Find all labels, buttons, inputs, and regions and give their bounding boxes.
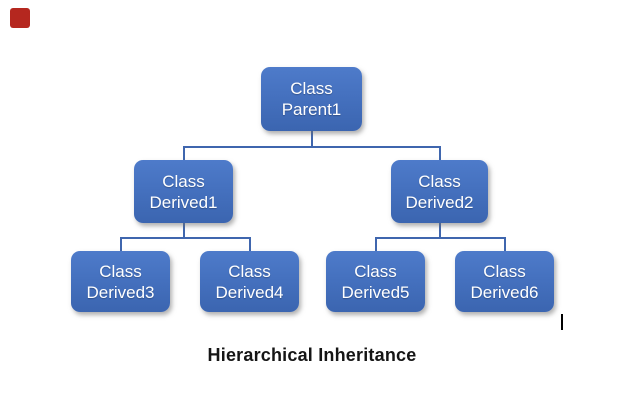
node-class-derived2: Class Derived2 [391,160,488,223]
connector-drop-derived2 [439,146,441,160]
connector-drop-derived4 [249,237,251,251]
connector-parent1-stem [311,131,313,146]
node-derived2-line2: Derived2 [405,192,474,212]
red-square-marker-icon [10,8,30,28]
node-class-derived1: Class Derived1 [134,160,233,223]
node-class-derived6: Class Derived6 [455,251,554,312]
node-derived5-line2: Derived5 [341,282,410,302]
connector-derived2-bar [375,237,505,239]
connector-drop-derived6 [504,237,506,251]
connector-derived1-stem [183,223,185,237]
connector-drop-derived1 [183,146,185,160]
node-class-derived5: Class Derived5 [326,251,425,312]
node-derived6-line1: Class [483,261,526,281]
node-derived5-line1: Class [354,261,397,281]
connector-derived2-stem [439,223,441,237]
diagram-caption: Hierarchical Inheritance [207,345,417,365]
node-class-parent1: Class Parent1 [261,67,362,131]
connector-drop-derived5 [375,237,377,251]
connector-parent1-bar [183,146,440,148]
node-derived4-line2: Derived4 [215,282,284,302]
node-derived6-line2: Derived6 [470,282,539,302]
connector-derived1-bar [120,237,250,239]
text-cursor-icon [561,314,563,330]
node-class-derived4: Class Derived4 [200,251,299,312]
node-derived1-line2: Derived1 [149,192,218,212]
node-derived3-line1: Class [99,261,142,281]
node-parent1-line1: Class [290,79,333,98]
node-derived4-line1: Class [228,261,271,281]
node-parent1-line2: Parent1 [281,100,342,119]
node-class-derived3: Class Derived3 [71,251,170,312]
connector-drop-derived3 [120,237,122,251]
node-derived1-line1: Class [162,171,205,191]
node-derived3-line2: Derived3 [86,282,155,302]
node-derived2-line1: Class [418,171,461,191]
